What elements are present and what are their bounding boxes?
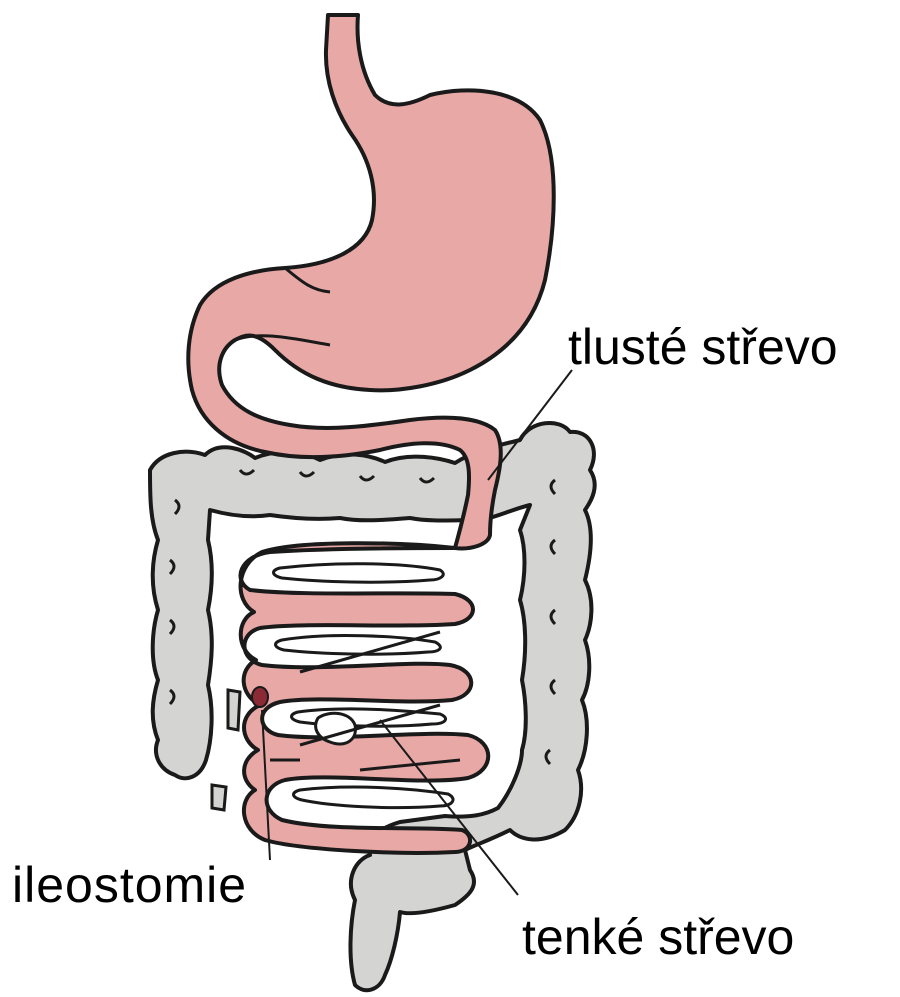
label-small-intestine: tenké střevo: [522, 912, 794, 962]
colon-stub: [212, 690, 240, 810]
label-large-intestine: tlusté střevo: [568, 322, 838, 372]
ileostomy-stoma: [252, 687, 268, 707]
label-ileostomy: ileostomie: [12, 860, 247, 910]
small-intestine: [240, 543, 488, 853]
